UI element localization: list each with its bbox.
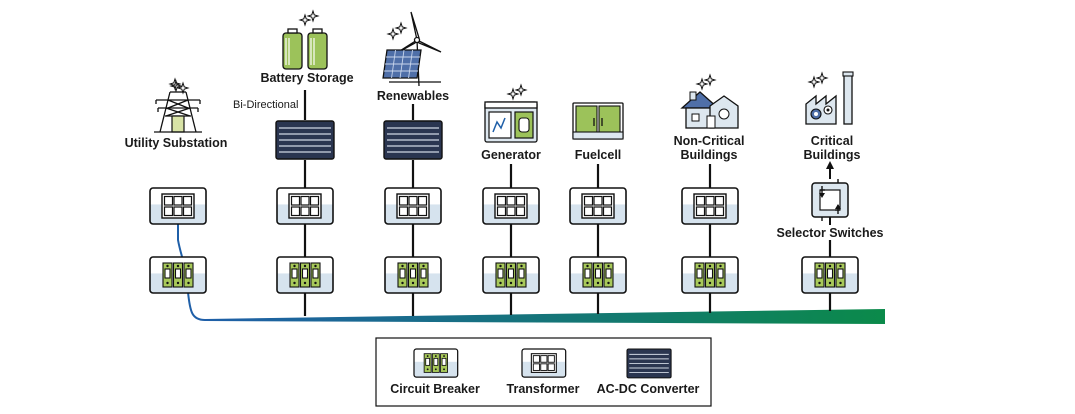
- legend-breaker-icon: [413, 348, 459, 378]
- converter-battery: [275, 120, 335, 160]
- utility-pylon-icon: [154, 80, 202, 133]
- legend-transformer-label: Transformer: [507, 382, 580, 396]
- breaker-battery: [276, 256, 334, 294]
- wind-solar-icon: [382, 11, 442, 87]
- fuelcell-label: Fuelcell: [575, 148, 622, 162]
- converter-renewables: [383, 120, 443, 160]
- battery-storage-label: Battery Storage: [260, 71, 353, 85]
- breaker-critical: [801, 256, 859, 294]
- house-icon: [680, 74, 739, 129]
- breakers-row: [149, 256, 859, 294]
- legend: Circuit Breaker Transformer AC-DC Conver…: [375, 337, 712, 407]
- breaker-renewables: [384, 256, 442, 294]
- utility-substation-label: Utility Substation: [125, 136, 228, 150]
- breaker-utility: [149, 256, 207, 294]
- transformer-renewables: [384, 187, 442, 225]
- transformer-fuelcell: [569, 187, 627, 225]
- breaker-noncritical: [681, 256, 739, 294]
- critical-label-line2: Buildings: [804, 148, 861, 162]
- selector-switches-label: Selector Switches: [777, 226, 884, 240]
- non-critical-label-line2: Buildings: [681, 148, 738, 162]
- battery-icon: [282, 10, 328, 70]
- transformer-generator: [482, 187, 540, 225]
- bi-directional-label: Bi-Directional: [233, 99, 298, 111]
- renewables-label: Renewables: [377, 89, 449, 103]
- legend-converter-label: AC-DC Converter: [597, 382, 700, 396]
- critical-label-line1: Critical: [811, 134, 853, 148]
- legend-transformer-icon: [521, 348, 567, 378]
- utility-sparkles: [169, 78, 189, 94]
- breaker-fuelcell: [569, 256, 627, 294]
- non-critical-label-line1: Non-Critical: [674, 134, 745, 148]
- legend-converter-icon: [626, 348, 672, 379]
- generator-icon: [484, 84, 538, 143]
- factory-icon: [805, 71, 854, 125]
- main-bus: [205, 309, 885, 324]
- legend-circuit-breaker-label: Circuit Breaker: [390, 382, 480, 396]
- transformer-battery: [276, 187, 334, 225]
- wires: [303, 90, 832, 316]
- generator-label: Generator: [481, 148, 541, 162]
- transformer-noncritical: [681, 187, 739, 225]
- transformers-row: [149, 187, 739, 225]
- fuelcell-icon: [572, 102, 624, 140]
- selector-switch-icon: [811, 161, 849, 225]
- transformer-utility: [149, 187, 207, 225]
- breaker-generator: [482, 256, 540, 294]
